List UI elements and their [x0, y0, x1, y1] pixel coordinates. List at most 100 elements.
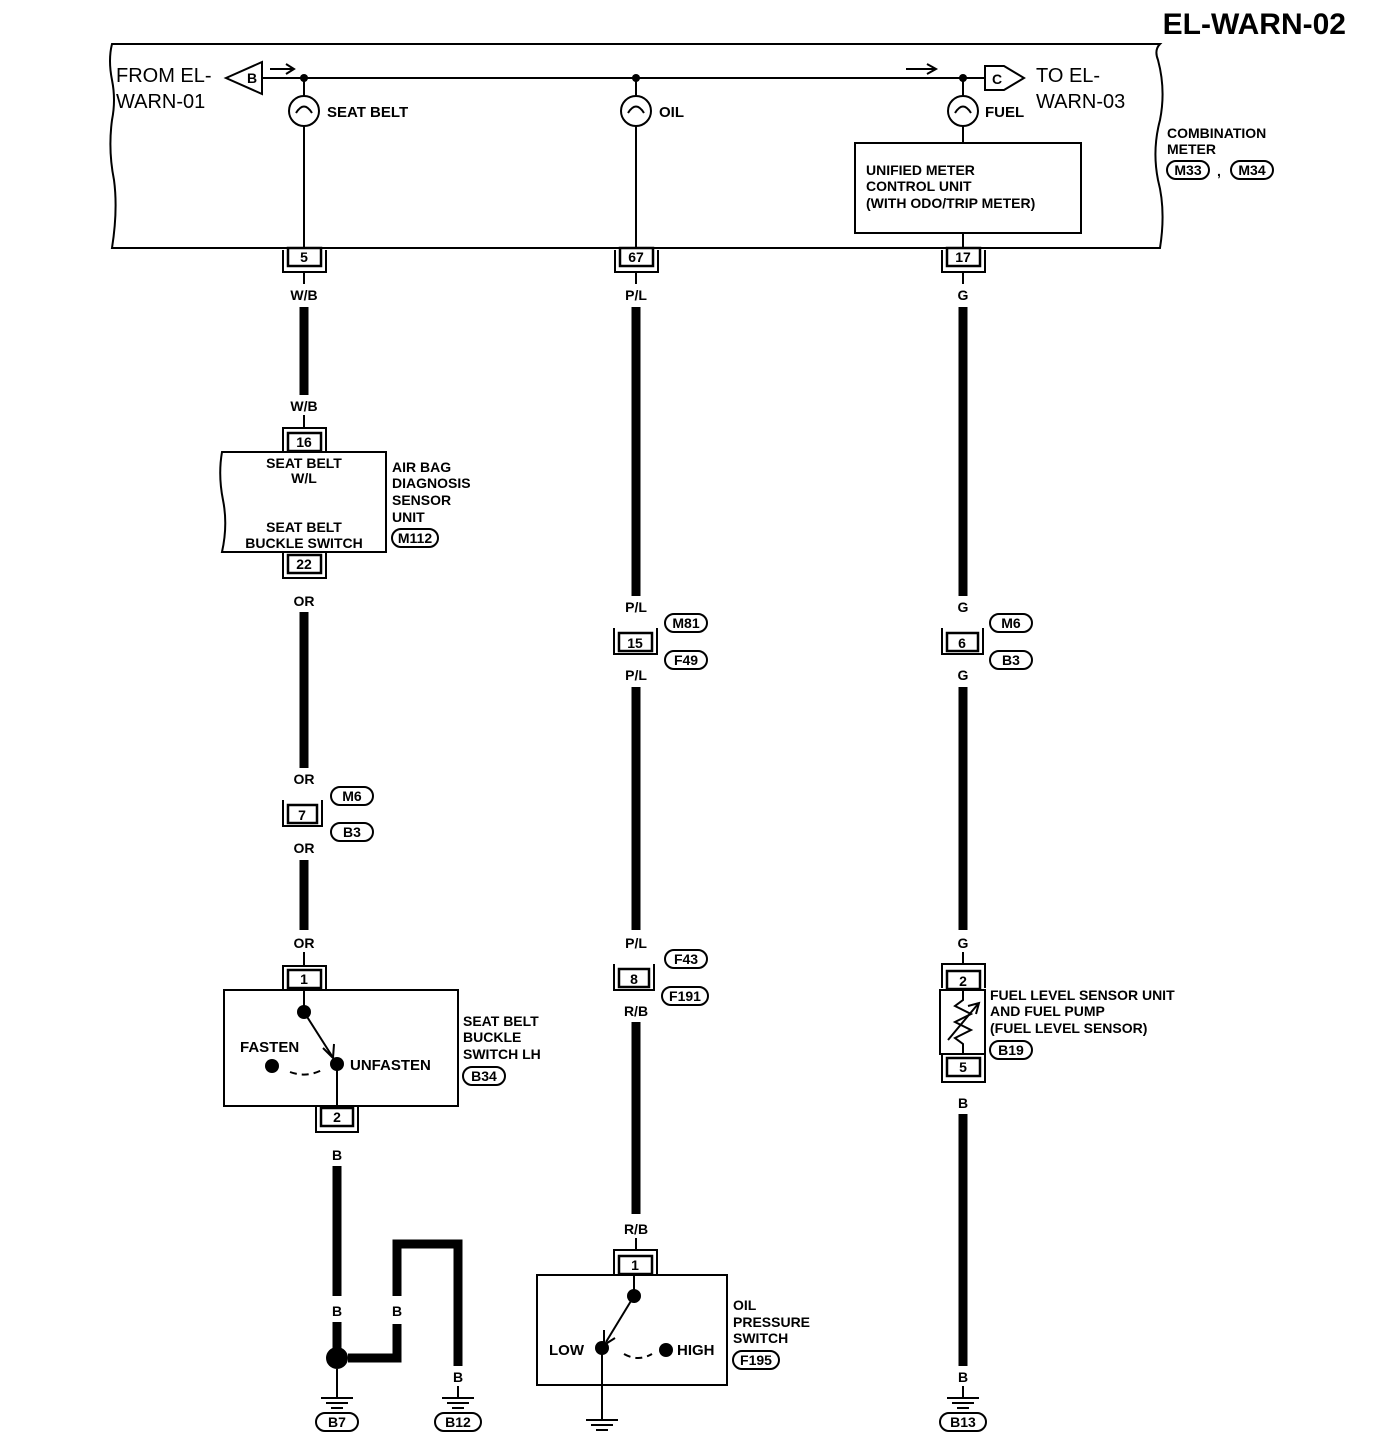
to-text: WARN-03 — [1036, 91, 1125, 113]
to-connector-id: C — [992, 71, 1002, 87]
connector-ref-badge — [989, 613, 1033, 633]
wire-color-label: G — [958, 667, 969, 683]
ground-icon — [321, 1397, 353, 1409]
pin-number: 1 — [300, 971, 308, 987]
switch-position: FASTEN — [240, 1039, 299, 1056]
pin-number: 8 — [630, 971, 638, 987]
ground-ref: B13 — [950, 1414, 976, 1430]
wire-color-label: P/L — [625, 599, 647, 615]
wire-color-label: B — [453, 1369, 463, 1385]
wire-color-label: R/B — [624, 1003, 648, 1019]
wire-color-label: G — [958, 935, 969, 951]
connector-ref: B3 — [1002, 652, 1020, 668]
combination-meter: B FROM EL- WARN-01 C TO EL- WARN-03 SEAT… — [109, 43, 1274, 249]
connector-ref-badge — [315, 1412, 359, 1432]
from-text: WARN-01 — [116, 91, 205, 113]
connector-ref-badge — [664, 650, 708, 670]
lamp-label: SEAT BELT — [327, 104, 408, 121]
pin-number: 5 — [959, 1059, 967, 1075]
connector-ref-badge — [434, 1412, 482, 1432]
wire-color-label: R/B — [624, 1221, 648, 1237]
to-text: TO EL- — [1036, 65, 1100, 87]
connector-ref: M34 — [1238, 162, 1265, 178]
airbag-inner-text: W/L — [291, 470, 317, 486]
component-label: BUCKLE — [463, 1029, 521, 1045]
connector-ref-badge — [462, 1066, 506, 1086]
arrow-right-icon — [906, 63, 939, 75]
pin-number: 6 — [958, 635, 966, 651]
component-label: SWITCH — [733, 1330, 788, 1346]
seatbelt-circuit: W/B W/B 16 SEAT BELT W/L SEAT BELT BUCKL… — [219, 272, 541, 1432]
ground-ref: B12 — [445, 1414, 471, 1430]
connector-ref-badge — [989, 650, 1033, 670]
pin-number: 5 — [300, 249, 308, 265]
from-connector-icon — [223, 60, 263, 96]
switch-position: UNFASTEN — [350, 1057, 431, 1074]
lamp-label: FUEL — [985, 104, 1024, 121]
component-label: AIR BAG — [392, 459, 451, 475]
connector-ref-badge — [939, 1412, 987, 1432]
component-label: SENSOR — [392, 492, 451, 508]
wire-color-label: B — [958, 1095, 968, 1111]
switch-contact — [303, 1011, 333, 1057]
pin-number: 2 — [959, 973, 967, 989]
component-label: FUEL LEVEL SENSOR UNIT — [990, 987, 1175, 1003]
lamp-icon — [620, 95, 652, 127]
resistor-icon — [952, 990, 974, 1054]
component-label: (FUEL LEVEL SENSOR) — [990, 1020, 1147, 1036]
lamp-icon — [288, 95, 320, 127]
pin-number: 1 — [631, 1257, 639, 1273]
switch-contact — [605, 1295, 635, 1343]
to-connector-icon — [984, 65, 1026, 91]
connector-ref-badge — [732, 1350, 780, 1370]
component-label: SWITCH LH — [463, 1046, 541, 1062]
component-label: DIAGNOSIS — [392, 475, 471, 491]
connector-ref-badge — [1230, 160, 1274, 180]
connector-ref: B3 — [343, 824, 361, 840]
control-unit-box — [854, 142, 1082, 234]
control-unit-text: (WITH ODO/TRIP METER) — [866, 195, 1035, 211]
pin-number: 15 — [627, 635, 643, 651]
switch-position: LOW — [549, 1342, 585, 1359]
airbag-unit-box — [219, 451, 387, 553]
wire — [392, 1239, 463, 1366]
wire — [348, 1324, 402, 1363]
wire-color-label: OR — [294, 593, 315, 609]
wire-color-label: G — [958, 599, 969, 615]
airbag-inner-text: SEAT BELT — [266, 455, 342, 471]
separator: , — [1217, 163, 1221, 179]
component-label: UNIT — [392, 509, 425, 525]
wire-color-label: B — [332, 1303, 342, 1319]
connector-ref-badge — [1166, 160, 1210, 180]
control-unit-text: CONTROL UNIT — [866, 178, 972, 194]
connector-ref: B19 — [998, 1042, 1024, 1058]
pin-number: 7 — [298, 807, 306, 823]
pin-number: 16 — [296, 434, 312, 450]
seat-belt-lamp: SEAT BELT — [288, 78, 408, 127]
connector-ref: M6 — [1001, 615, 1021, 631]
wire-color-label: B — [392, 1303, 402, 1319]
ground-icon — [442, 1397, 474, 1409]
oil-lamp: OIL — [620, 78, 684, 127]
component-label: OIL — [733, 1297, 757, 1313]
wire-color-label: OR — [294, 935, 315, 951]
component-label: PRESSURE — [733, 1314, 810, 1330]
wire-color-label: G — [958, 287, 969, 303]
connector-ref: F43 — [674, 951, 698, 967]
arrow-right-icon — [270, 63, 296, 75]
airbag-inner-text: BUCKLE SWITCH — [245, 535, 362, 551]
from-connector-id: B — [247, 70, 257, 86]
connector-ref: F195 — [740, 1352, 772, 1368]
pin-number: 2 — [333, 1109, 341, 1125]
meter-pin: 67 — [614, 246, 659, 273]
pin-number: 17 — [955, 249, 971, 265]
fuel-circuit: G G 6 M6 B3 G G 2 FUEL LEVEL SENSOR UNIT… — [939, 272, 1175, 1432]
page-title: EL-WARN-02 — [1163, 8, 1346, 41]
switch-position: HIGH — [677, 1342, 715, 1359]
wire-color-label: P/L — [625, 935, 647, 951]
wire-color-label: B — [332, 1147, 342, 1163]
connector-ref: M112 — [398, 530, 432, 546]
connector-ref: M33 — [1174, 162, 1201, 178]
splice-junction — [326, 1347, 348, 1369]
